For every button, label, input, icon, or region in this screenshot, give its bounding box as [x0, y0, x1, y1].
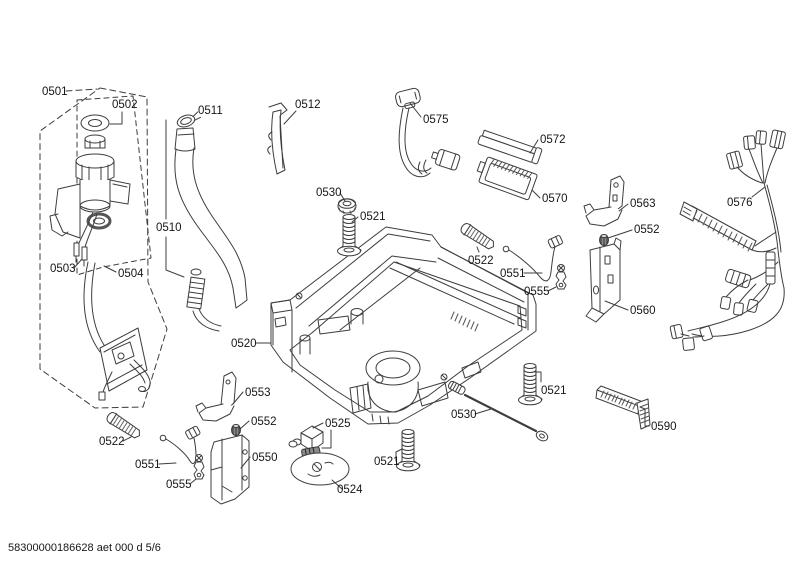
callout-0521-top: 0521 [360, 211, 386, 223]
pin-0522-mid-drawing [458, 220, 498, 253]
bracket-0512-drawing [267, 102, 297, 175]
rail-0590-drawing [595, 385, 651, 430]
bracket-0560-drawing [585, 237, 629, 323]
linkage-0555-mid-drawing [547, 264, 567, 292]
sensor-lead-0551-bl-drawing [158, 425, 201, 465]
bracket-0550-drawing [210, 434, 251, 505]
power-cord-drawing [394, 87, 461, 178]
bracket-0563-drawing [583, 175, 629, 227]
cap-0530-drawing [337, 192, 357, 214]
bracket-0553-drawing [195, 371, 244, 422]
document-number: 58300000186628 aet 000 d 5/6 [8, 542, 161, 554]
leveling-foot-top-drawing [337, 214, 362, 257]
callout-0510: 0510 [156, 222, 182, 234]
callout-0521-br: 0521 [541, 385, 567, 397]
callout-0504: 0504 [118, 268, 144, 280]
callout-0563: 0563 [630, 198, 656, 210]
grommet-0552-right-drawing [599, 229, 633, 246]
callout-0530-bottom: 0530 [451, 409, 477, 421]
supply-hose-drawing [165, 111, 248, 332]
callout-labels: 0501 0502 0503 0504 0510 0511 0512 0575 … [42, 86, 753, 496]
base-assembly-drawing [255, 226, 537, 425]
callout-0520: 0520 [231, 338, 257, 350]
callout-0551-bl: 0551 [135, 459, 161, 471]
callout-0511: 0511 [198, 105, 223, 117]
callout-0502: 0502 [112, 99, 138, 111]
callout-0576: 0576 [727, 197, 753, 209]
callout-0570: 0570 [542, 193, 568, 205]
pin-0522-bl-drawing [104, 409, 144, 442]
callout-0551-mid: 0551 [500, 268, 526, 280]
callout-0552-right: 0552 [634, 224, 660, 236]
callout-0552-bl: 0552 [251, 416, 277, 428]
cover-plate-0524-drawing [290, 452, 350, 490]
callout-0555-mid: 0555 [524, 286, 550, 298]
callout-0522-mid: 0522 [468, 255, 494, 267]
callout-0555-bl: 0555 [166, 479, 192, 491]
terminal-box-drawing [476, 156, 541, 201]
callout-0553: 0553 [245, 387, 271, 399]
callout-0590: 0590 [651, 421, 677, 433]
callout-0521-bc: 0521 [374, 456, 400, 468]
leveling-foot-bottom-center-drawing [395, 429, 421, 472]
callout-0501: 0501 [42, 86, 68, 98]
callout-0525: 0525 [325, 418, 351, 430]
spindle-0530-drawing [447, 380, 549, 442]
callout-0550: 0550 [252, 452, 278, 464]
aquastop-valve-drawing [49, 111, 151, 401]
callout-0512: 0512 [295, 99, 321, 111]
callout-0530-top: 0530 [316, 187, 342, 199]
callout-0575: 0575 [423, 114, 449, 126]
callout-0524: 0524 [337, 484, 363, 496]
callout-0503: 0503 [50, 263, 76, 275]
leveling-foot-bottom-right-drawing [518, 363, 543, 406]
sensor-lead-0551-mid-drawing [502, 235, 563, 282]
cover-strip-drawing [477, 129, 543, 165]
callout-0560: 0560 [630, 305, 656, 317]
callout-0522-bl: 0522 [99, 436, 125, 448]
cable-harness-drawing [669, 129, 786, 351]
linkage-0555-bl-drawing [189, 454, 205, 485]
grommet-0552-bl-drawing [231, 420, 250, 436]
callout-0572: 0572 [540, 134, 566, 146]
